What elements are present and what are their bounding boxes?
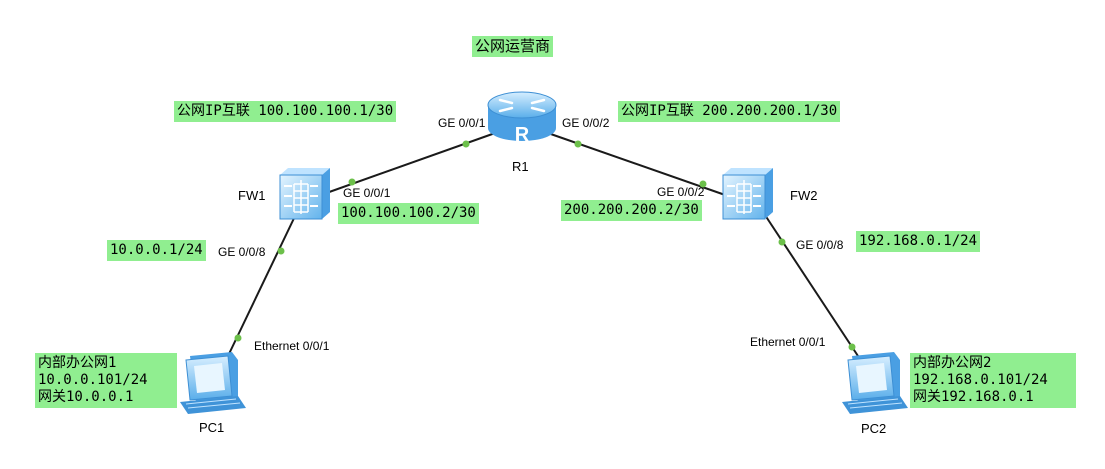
port-dot-fw1-down [277, 247, 285, 255]
fw2-wan-ip-label: 200.200.200.2/30 [561, 200, 702, 221]
fw1-lan-ip-label: 10.0.0.1/24 [107, 240, 206, 261]
port-dot-pc1 [234, 334, 242, 342]
pc1-info-label: 内部办公网1 10.0.0.101/24 网关10.0.0.1 [35, 353, 177, 408]
device-name-fw1: FW1 [238, 188, 266, 203]
pc2-gateway: 网关192.168.0.1 [913, 389, 1034, 405]
svg-text:R: R [515, 124, 530, 146]
pc2-info-label: 内部办公网2 192.168.0.101/24 网关192.168.0.1 [910, 353, 1076, 408]
pc2-network-name: 内部办公网2 [913, 355, 992, 371]
isp-title: 公网运营商 [472, 36, 554, 57]
port-dot-fw2-down [778, 238, 786, 246]
port-label-fw1-up: GE 0/0/1 [343, 186, 391, 200]
device-name-pc2: PC2 [861, 421, 887, 436]
port-label-pc1: Ethernet 0/0/1 [254, 339, 330, 353]
firewall-icon[interactable] [279, 168, 330, 220]
r1-left-ip-label: 公网IP互联 100.100.100.1/30 [174, 101, 397, 122]
port-label-fw2-up: GE 0/0/2 [657, 185, 705, 199]
r1-right-ip-label: 公网IP互联 200.200.200.1/30 [618, 101, 841, 122]
link-fw2-pc2 [762, 211, 859, 357]
port-dot-r1-right [574, 140, 582, 148]
router-icon[interactable]: R [487, 91, 557, 146]
firewall-icon[interactable] [722, 168, 773, 220]
port-label-r1-right: GE 0/0/2 [562, 116, 610, 130]
fw2-lan-ip-label: 192.168.0.1/24 [856, 231, 981, 252]
device-name-pc1: PC1 [199, 420, 225, 435]
port-label-fw2-down: GE 0/0/8 [796, 238, 844, 252]
port-dot-pc2 [848, 343, 856, 351]
port-label-r1-left: GE 0/0/1 [438, 116, 486, 130]
port-label-pc2: Ethernet 0/0/1 [750, 335, 826, 349]
pc1-ip: 10.0.0.101/24 [38, 372, 148, 388]
port-label-fw1-down: GE 0/0/8 [218, 245, 266, 259]
pc1-network-name: 内部办公网1 [38, 355, 117, 371]
port-dot-r1-left [462, 140, 470, 148]
pc1-gateway: 网关10.0.0.1 [38, 389, 134, 405]
port-dot-fw1-up [348, 178, 356, 186]
port-dot-fw2-up [699, 180, 707, 188]
pc-icon[interactable] [842, 352, 908, 414]
device-name-r1: R1 [512, 159, 529, 174]
device-name-fw2: FW2 [790, 188, 818, 203]
link-fw1-pc1 [227, 211, 298, 357]
pc-icon[interactable] [180, 352, 246, 414]
fw1-wan-ip-label: 100.100.100.2/30 [338, 203, 479, 224]
pc2-ip: 192.168.0.101/24 [913, 372, 1048, 388]
